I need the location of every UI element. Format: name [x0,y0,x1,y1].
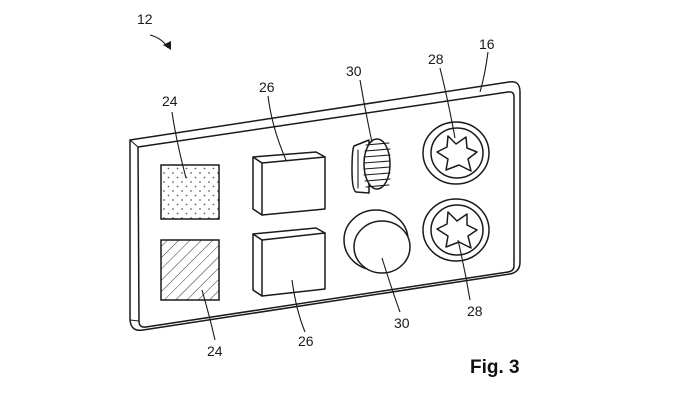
ref-knurled-wheel: 30 [346,63,362,79]
upper-texture-pad [160,164,220,220]
leader-lines [149,34,489,341]
round-knob [343,209,411,274]
lower-block [252,227,326,297]
figure-caption: Fig. 3 [470,357,520,378]
ref-upper-block: 26 [259,79,275,95]
ref-device: 12 [137,11,153,27]
ref-lower-block: 26 [298,333,314,349]
upper-star-button [422,121,490,185]
ref-lower-star-button: 28 [467,303,483,319]
ref-round-knob: 30 [394,315,410,331]
lower-star-button [422,198,490,262]
knurled-wheel [351,138,391,194]
lower-texture-pad [160,239,220,301]
ref-lower-texture-pad: 24 [207,343,223,359]
ref-upper-star-button: 28 [428,51,444,67]
upper-block [252,151,326,216]
ref-panel: 16 [479,36,495,52]
ref-upper-texture-pad: 24 [162,93,178,109]
